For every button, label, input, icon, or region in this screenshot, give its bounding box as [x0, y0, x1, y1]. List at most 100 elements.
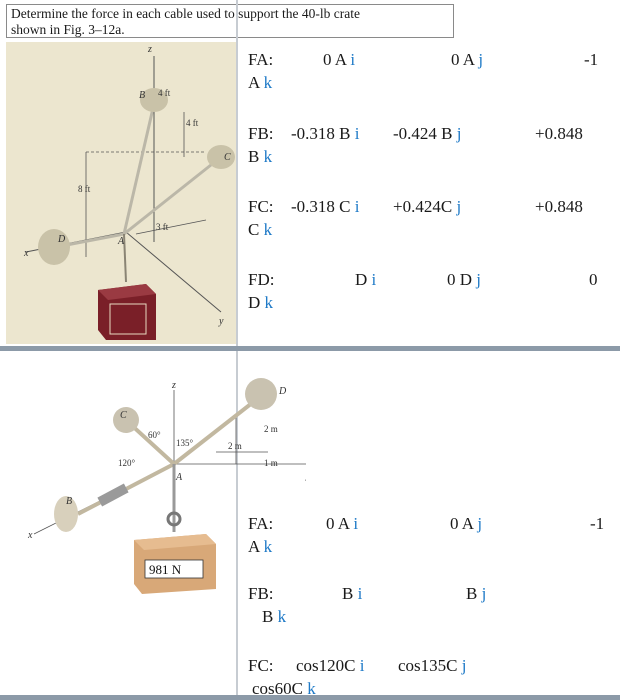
p1-FC-k-unit: k [263, 220, 273, 239]
dim-3ft-line [135, 219, 207, 235]
p2-FA-j-unit: j [477, 514, 483, 533]
p1-FB-k2: B k [248, 147, 273, 166]
p2-FC-j-unit: j [461, 656, 467, 675]
label-D: D [57, 234, 66, 245]
p2-FB-i-unit: i [357, 584, 363, 603]
label-1m: 1 m [264, 458, 278, 468]
problem-statement: Determine the force in each cable used t… [6, 4, 454, 38]
crate-2-top [134, 534, 216, 550]
p2-FB-name: FB: [248, 584, 274, 603]
p2-FC-i: cos120C i [296, 656, 365, 675]
weight-label: 981 N [149, 562, 182, 577]
label-2m-a: 2 m [228, 441, 242, 451]
label-x-2: x [27, 530, 33, 541]
p2-FA-k-unit: k [263, 537, 273, 556]
p1-FD-k: 0 [589, 270, 598, 289]
p1-FA-i-unit: i [350, 50, 356, 69]
label-3ft: 3 ft [156, 222, 169, 232]
label-z: z [147, 44, 152, 55]
p2-FB-k2: B k [262, 607, 287, 626]
p1-FB-k: +0.848 [535, 124, 583, 143]
label-C-2: C [120, 410, 127, 421]
p1-FC-k: +0.848 [535, 197, 583, 216]
p2-FC-k2: cos60C k [252, 679, 316, 698]
p1-FC-i: -0.318 C i [291, 197, 360, 216]
p1-FB-i-unit: i [354, 124, 360, 143]
label-4ft-side: 4 ft [186, 118, 199, 128]
p1-FB-k-unit: k [263, 147, 273, 166]
y-axis-line [125, 231, 222, 313]
p1-FD-j-unit: j [476, 270, 482, 289]
bottom-divider [0, 695, 620, 700]
label-120: 120° [118, 458, 136, 468]
label-A: A [117, 236, 125, 247]
label-D-2: D [278, 386, 287, 397]
p2-FC-k-unit: k [307, 679, 316, 698]
anchor-C-2 [113, 407, 139, 433]
anchor-B-2 [54, 496, 78, 532]
label-y-2: y [305, 470, 306, 481]
p1-FA-j: 0 A j [451, 50, 484, 69]
p1-FB-name: FB: [248, 124, 274, 143]
p1-FD-k2: D k [248, 293, 274, 312]
label-x: x [23, 248, 29, 259]
crate-top [98, 284, 156, 300]
spring-AB [97, 483, 129, 507]
p1-FA-k: -1 [584, 50, 599, 69]
anchor-B [140, 88, 168, 112]
p1-FB-j-unit: j [456, 124, 462, 143]
problem-line-1: Determine the force in each cable used t… [11, 6, 360, 21]
label-4ft-top: 4 ft [158, 88, 171, 98]
anchor-C [207, 145, 235, 169]
p1-FC-j: +0.424C j [393, 197, 462, 216]
p2-FB-k-unit: k [277, 607, 287, 626]
p2-FB-j: B j [466, 584, 487, 603]
p1-FA-k2: A k [248, 73, 273, 92]
crate-panel [109, 303, 147, 335]
p2-FB-j-unit: j [481, 584, 487, 603]
p1-FB-i: -0.318 B i [291, 124, 360, 143]
p1-FD-name: FD: [248, 270, 275, 289]
p2-FC-i-unit: i [359, 656, 365, 675]
p1-FA-k-unit: k [263, 73, 273, 92]
label-135: 135° [176, 438, 194, 448]
label-8ft: 8 ft [78, 184, 91, 194]
p1-FC-k2: C k [248, 220, 273, 239]
p1-FC-i-unit: i [354, 197, 360, 216]
p2-FA-i: 0 A i [326, 514, 359, 533]
label-z-2: z [171, 380, 176, 391]
label-C: C [224, 152, 231, 163]
weight-label-box [144, 559, 204, 579]
p2-FA-name: FA: [248, 514, 274, 533]
cable-AC [123, 155, 222, 236]
p1-FA-j-unit: j [478, 50, 484, 69]
label-B-2: B [66, 496, 72, 507]
cable-AC-2 [126, 420, 176, 466]
p1-FA-i: 0 A i [323, 50, 356, 69]
figure-1: z x y B C D A 4 ft 4 ft 8 ft 3 ft [6, 42, 236, 344]
cable-AB [122, 103, 156, 235]
anchor-D-2 [245, 378, 277, 410]
p2-FA-k: -1 [590, 514, 605, 533]
label-B: B [139, 90, 145, 101]
anchor-D [38, 229, 70, 265]
p2-FC-name: FC: [248, 656, 274, 675]
p2-FA-i-unit: i [353, 514, 359, 533]
cable-A-crate [123, 233, 127, 283]
p2-FB-i: B i [342, 584, 363, 603]
p2-FC-j: cos135C j [398, 656, 467, 675]
p1-FB-j: -0.424 B j [393, 124, 462, 143]
p1-FC-j-unit: j [456, 197, 462, 216]
p1-FD-k-unit: k [264, 293, 274, 312]
cable-AD-2 [172, 394, 263, 466]
p1-FA-name: FA: [248, 50, 274, 69]
figure-2: 981 N z x y B C D A 60° 135° 120° 2 m 2 … [27, 378, 306, 594]
p1-FD-i-unit: i [371, 270, 377, 289]
label-y: y [218, 316, 224, 327]
p1-FC-name: FC: [248, 197, 274, 216]
section-divider [0, 346, 620, 351]
p2-FA-k2: A k [248, 537, 273, 556]
p1-FD-i: D i [355, 270, 377, 289]
label-60: 60° [148, 430, 161, 440]
